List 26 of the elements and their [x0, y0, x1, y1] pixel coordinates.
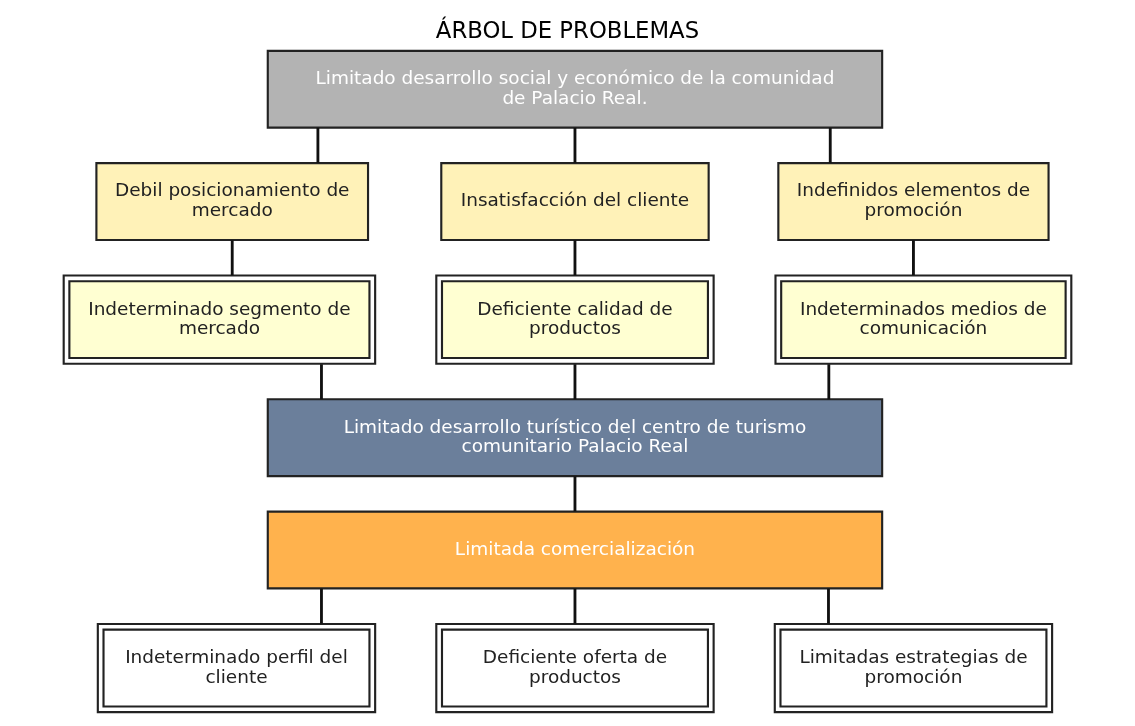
node-box: Limitada comercialización: [266, 510, 884, 590]
connector: [828, 127, 832, 163]
diagram-title: ÁRBOL DE PROBLEMAS: [435, 16, 700, 43]
node-box: Insatisfacción del cliente: [440, 162, 710, 242]
connector: [912, 240, 915, 276]
node-box: Indefinidos elementos de promoción: [777, 162, 1050, 242]
node-box: Debil posicionamiento de mercado: [95, 162, 370, 242]
node-box: Limitado desarrollo turístico del centro de turismo comunitario Palacio Real: [266, 398, 884, 478]
connector: [573, 588, 577, 624]
node-box: Indeterminados medios de comunicación: [774, 274, 1073, 365]
connector: [573, 127, 577, 163]
connector: [320, 588, 323, 624]
connector: [230, 240, 234, 276]
connector: [827, 364, 831, 400]
node-box: Indeterminado perfil del cliente: [96, 622, 377, 714]
node-box: Limitado desarrollo social y económico de la comunidad de Palacio Real.: [266, 49, 884, 129]
connector: [573, 240, 577, 276]
connector: [320, 364, 323, 400]
node-box: Indeterminado segmento de mercado: [62, 274, 377, 365]
node-box: Deficiente oferta de productos: [435, 622, 715, 714]
connector: [827, 588, 830, 624]
connector: [573, 364, 577, 400]
node-box: Limitadas estrategias de promoción: [773, 622, 1054, 714]
connector: [316, 127, 320, 163]
connector: [573, 476, 577, 512]
node-box: Deficiente calidad de productos: [435, 274, 715, 365]
